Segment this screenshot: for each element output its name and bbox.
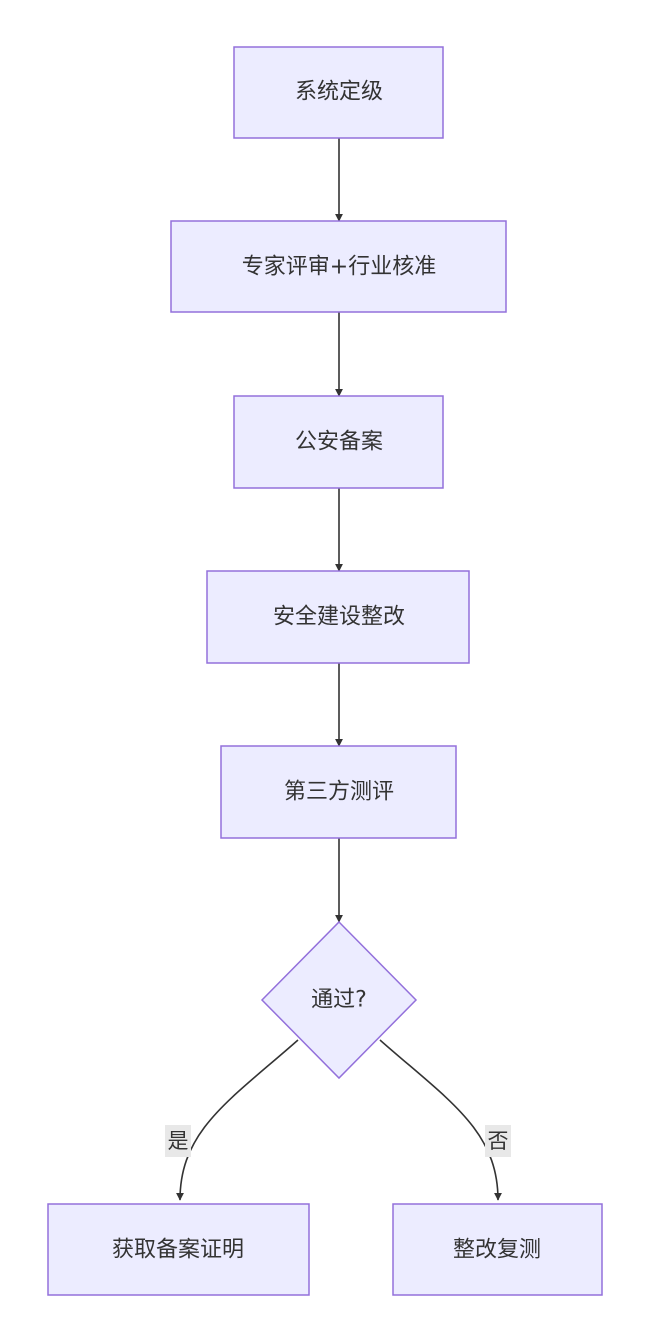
node-security-rectification: 安全建设整改 [206,570,470,664]
node-police-filing: 公安备案 [233,395,444,489]
edge-decision-yes [176,1039,299,1201]
edge-label-yes: 是 [165,1125,191,1157]
edge-decision-no [379,1039,502,1201]
edge-label-no-text: 否 [488,1129,509,1153]
edge-label-no: 否 [485,1125,511,1157]
node-third-party-test-label: 第三方测评 [284,780,394,805]
node-get-certificate-label: 获取备案证明 [112,1238,244,1263]
node-expert-review: 专家评审+行业核准 [170,220,507,313]
node-passed-decision: 通过? [260,920,418,1080]
node-get-certificate: 获取备案证明 [47,1203,310,1296]
node-passed-decision-label: 通过? [311,988,367,1013]
edge-label-yes-text: 是 [168,1129,189,1153]
node-expert-review-label: 专家评审+行业核准 [242,255,436,280]
node-security-rectification-label: 安全建设整改 [273,605,405,630]
node-rectify-retest-label: 整改复测 [453,1238,541,1263]
node-system-grading: 系统定级 [233,46,444,139]
node-rectify-retest: 整改复测 [392,1203,603,1296]
node-system-grading-label: 系统定级 [295,80,383,105]
edges [176,138,502,1201]
node-third-party-test: 第三方测评 [220,745,457,839]
node-police-filing-label: 公安备案 [295,430,383,455]
